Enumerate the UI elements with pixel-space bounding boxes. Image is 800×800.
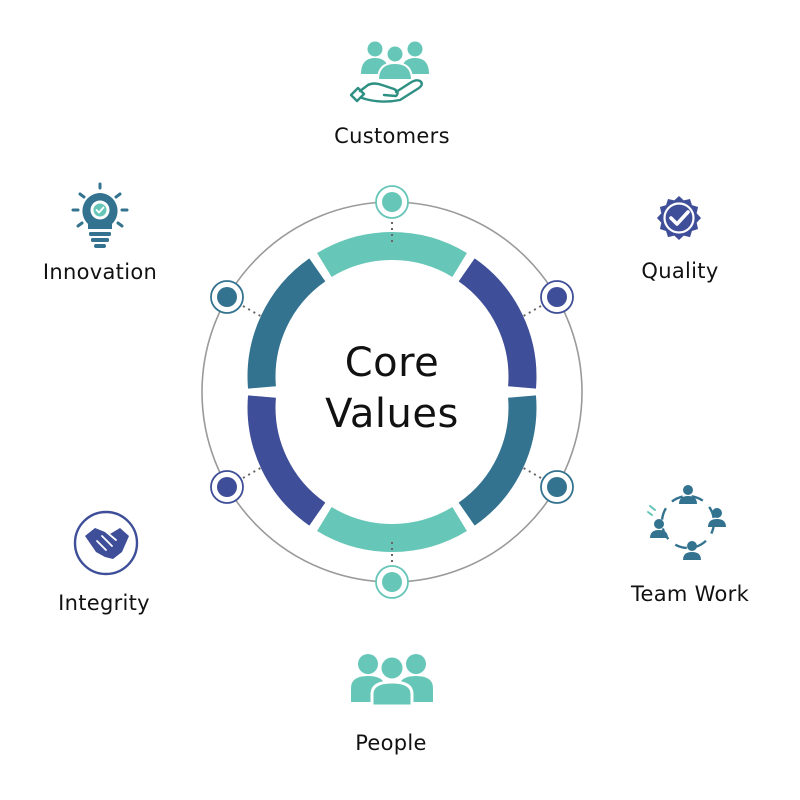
connector-innovation — [242, 305, 265, 319]
lightbulb-check-icon — [71, 182, 129, 248]
node-customers — [375, 185, 409, 219]
label-innovation: Innovation — [42, 260, 158, 284]
label-quality: Quality — [641, 259, 719, 283]
core-values-title-line-2: Values — [325, 391, 459, 437]
node-innovation — [210, 280, 244, 314]
label-customers: Customers — [334, 124, 450, 148]
badge-check-icon — [656, 196, 702, 241]
ring-segments — [247, 232, 537, 552]
handshake-icon — [73, 510, 139, 576]
connector-quality — [519, 305, 542, 319]
ring-segment-people — [317, 506, 467, 552]
hand-holding-people-icon — [349, 41, 429, 103]
connector-teamwork — [519, 465, 542, 479]
core-values-title-line-1: Core — [344, 340, 440, 386]
dotted-connectors — [242, 222, 542, 562]
team-network-icon — [647, 485, 726, 560]
node-teamwork — [540, 470, 574, 504]
ring-segment-innovation — [247, 258, 326, 389]
label-teamwork: Team Work — [630, 582, 750, 606]
ring-nodes — [210, 185, 574, 599]
node-people — [375, 565, 409, 599]
label-people: People — [355, 731, 427, 755]
ring-segment-customers — [317, 232, 467, 278]
ring-segment-teamwork — [458, 395, 537, 526]
label-integrity: Integrity — [58, 591, 150, 615]
node-quality — [540, 280, 574, 314]
ring-segment-integrity — [247, 395, 326, 526]
connector-integrity — [242, 465, 265, 479]
ring-segment-quality — [458, 258, 537, 389]
people-group-icon — [351, 654, 433, 708]
node-integrity — [210, 470, 244, 504]
